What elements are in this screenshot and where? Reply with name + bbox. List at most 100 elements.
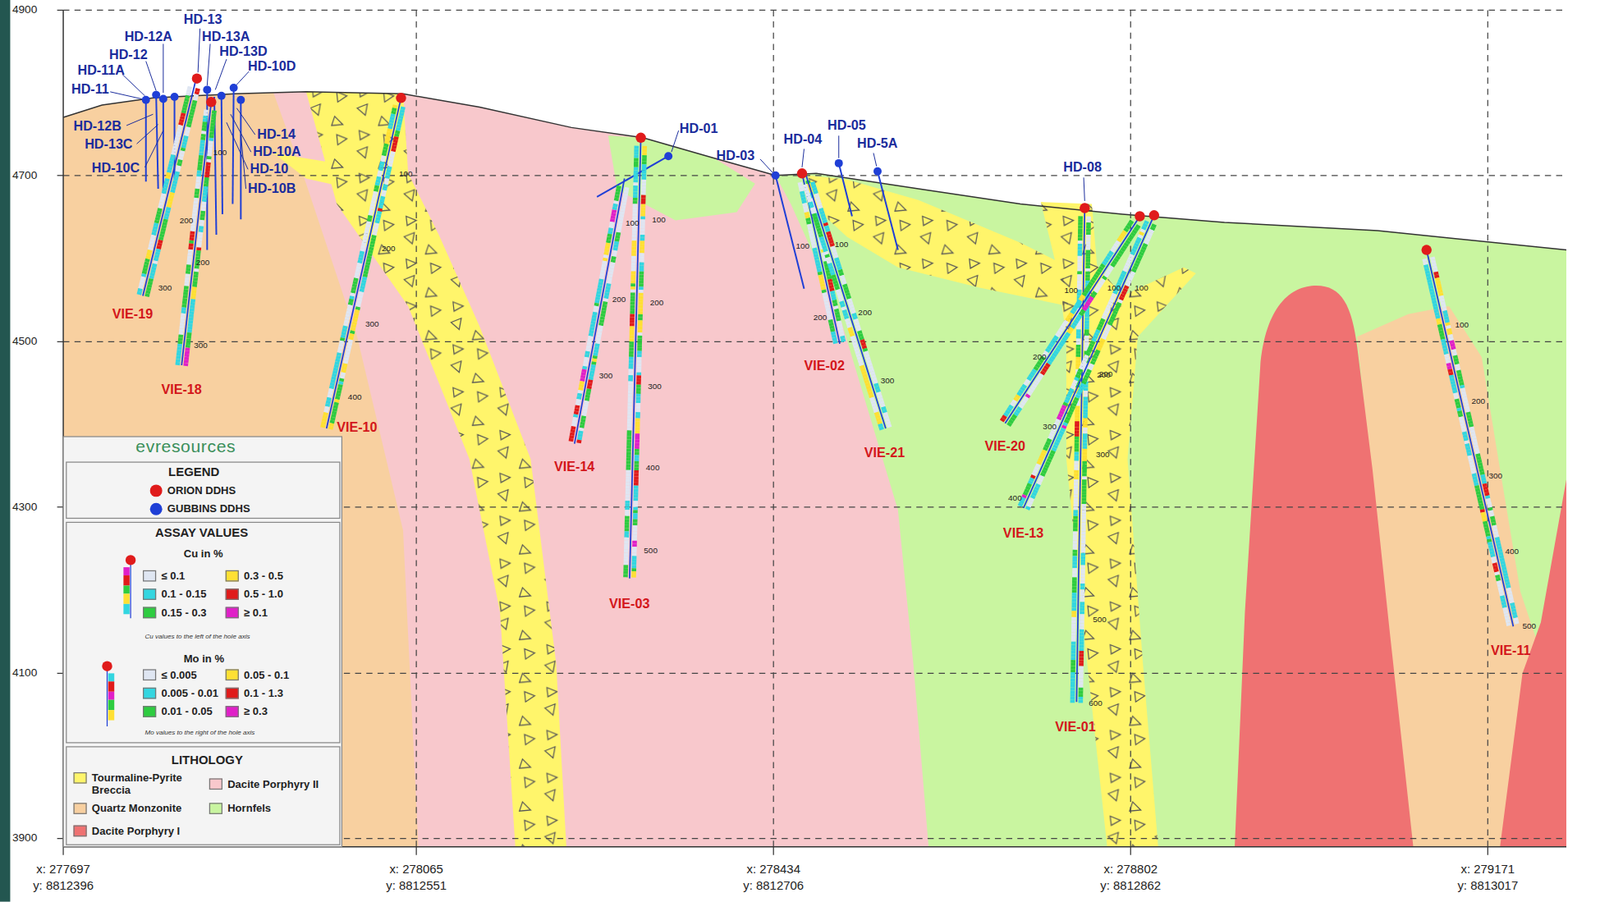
mo-assay-tick: [1425, 270, 1431, 275]
mo-assay-tick: [806, 190, 807, 193]
mo-assay-tick: [581, 369, 587, 373]
cu-assay-tick: [1079, 617, 1085, 621]
cu-assay-tick: [1078, 696, 1084, 701]
cu-assay-tick: [638, 280, 644, 285]
mo-assay-tick: [190, 224, 196, 229]
cu-assay-tick: [192, 280, 198, 285]
mo-assay-tick: [1091, 279, 1094, 283]
cu-assay-tick: [197, 232, 203, 236]
cu-assay-tick: [376, 210, 382, 215]
cu-assay-tick: [1078, 681, 1084, 685]
cu-assay-tick: [329, 420, 335, 424]
cu-assay-tick: [1045, 467, 1046, 471]
cu-assay-tick: [850, 302, 852, 305]
cu-assay-tick: [632, 546, 638, 551]
cu-assay-tick: [829, 288, 835, 292]
cu-assay-tick: [825, 225, 827, 229]
cu-assay-tick: [1151, 227, 1153, 230]
cu-assay-tick: [208, 137, 214, 142]
mo-assay-tick: [1011, 403, 1014, 406]
cu-assay-tick: [1078, 392, 1080, 395]
cu-assay-tick: [631, 565, 637, 569]
cu-assay-tick: [191, 293, 197, 297]
mo-assay-tick: [860, 362, 862, 367]
cu-assay-tick: [851, 304, 853, 308]
mo-assay-tick: [136, 291, 142, 295]
mo-assay-tick: [183, 295, 188, 299]
cu-assay-tick: [1080, 601, 1086, 606]
cu-assay-tick: [637, 307, 643, 312]
cu-assay-tick: [1080, 592, 1086, 596]
mo-assay-tick: [187, 258, 193, 262]
mo-assay-tick: [1073, 488, 1079, 492]
mo-assay-tick: [575, 402, 581, 406]
mo-assay-tick: [1077, 268, 1082, 272]
cu-assay-tick: [1084, 326, 1090, 331]
mo-assay-tick: [628, 362, 634, 367]
mo-assay-tick: [630, 304, 636, 308]
mo-assay-tick: [805, 187, 807, 191]
mo-assay-tick: [577, 387, 583, 391]
cu-assay-tick: [189, 109, 195, 113]
mo-assay-tick: [632, 179, 638, 184]
mo-assay-tick: [350, 290, 356, 294]
cu-assay-tick: [192, 287, 198, 291]
mo-assay-tick: [1077, 271, 1082, 276]
mo-assay-tick: [192, 210, 198, 214]
cu-assay-tick: [1081, 531, 1087, 536]
cu-assay-tick: [1028, 504, 1030, 507]
cu-assay-tick: [1443, 313, 1449, 317]
mo-assay-tick: [874, 406, 876, 410]
mo-assay-tick: [1028, 483, 1030, 486]
mo-assay-tick: [181, 307, 187, 312]
cu-assay-tick: [1439, 295, 1445, 299]
mo-assay-tick: [627, 436, 633, 441]
mo-assay-tick: [1128, 260, 1130, 263]
cu-assay-tick: [1100, 341, 1102, 344]
mo-assay-tick: [632, 231, 638, 235]
cu-assay-tick: [331, 411, 337, 415]
cu-assay-tick: [1064, 422, 1066, 426]
cu-assay-tick: [151, 263, 157, 267]
cu-assay-tick: [194, 88, 200, 92]
mo-assay-tick: [1100, 321, 1102, 325]
mo-assay-tick: [628, 381, 633, 386]
mo-assay-tick: [355, 269, 361, 273]
mo-assay-tick: [821, 293, 827, 297]
mo-assay-tick: [1065, 320, 1068, 324]
mo-assay-tick: [1072, 550, 1078, 554]
cu-assay-tick: [641, 206, 647, 211]
cu-assay-tick: [400, 106, 406, 111]
mo-assay-tick: [390, 110, 396, 115]
mo-assay-tick: [1109, 302, 1112, 305]
cu-assay-tick: [616, 229, 622, 234]
mo-assay-tick: [1070, 678, 1076, 682]
mo-assay-tick: [199, 142, 205, 147]
cu-assay-tick: [371, 235, 376, 239]
mo-assay-tick: [362, 236, 368, 240]
cu-assay-tick: [210, 116, 216, 120]
cu-assay-tick: [171, 183, 177, 188]
cu-assay-tick: [1081, 528, 1087, 532]
cu-assay-tick: [1091, 294, 1094, 298]
cu-assay-tick: [577, 430, 583, 435]
mo-assay-tick: [829, 263, 830, 267]
mo-assay-tick: [377, 170, 383, 175]
mo-assay-tick: [1074, 436, 1080, 441]
cu-assay-tick: [635, 408, 641, 413]
cu-assay-tick: [641, 173, 647, 177]
mo-assay-tick: [1096, 330, 1098, 333]
mo-assay-tick: [1077, 234, 1083, 239]
mo-assay-tick: [1072, 599, 1078, 603]
cu-assay-tick: [168, 198, 174, 202]
mo-assay-tick: [632, 240, 638, 244]
mo-assay-tick: [825, 304, 830, 308]
cu-assay-tick: [633, 491, 639, 496]
cu-assay-tick: [191, 289, 197, 294]
cu-assay-tick: [1084, 335, 1090, 340]
cu-assay-tick: [585, 394, 591, 399]
mo-assay-tick: [1072, 583, 1078, 587]
mo-assay-tick: [178, 119, 184, 123]
cu-assay-tick: [600, 313, 606, 317]
mo-assay-tick: [1073, 495, 1079, 499]
